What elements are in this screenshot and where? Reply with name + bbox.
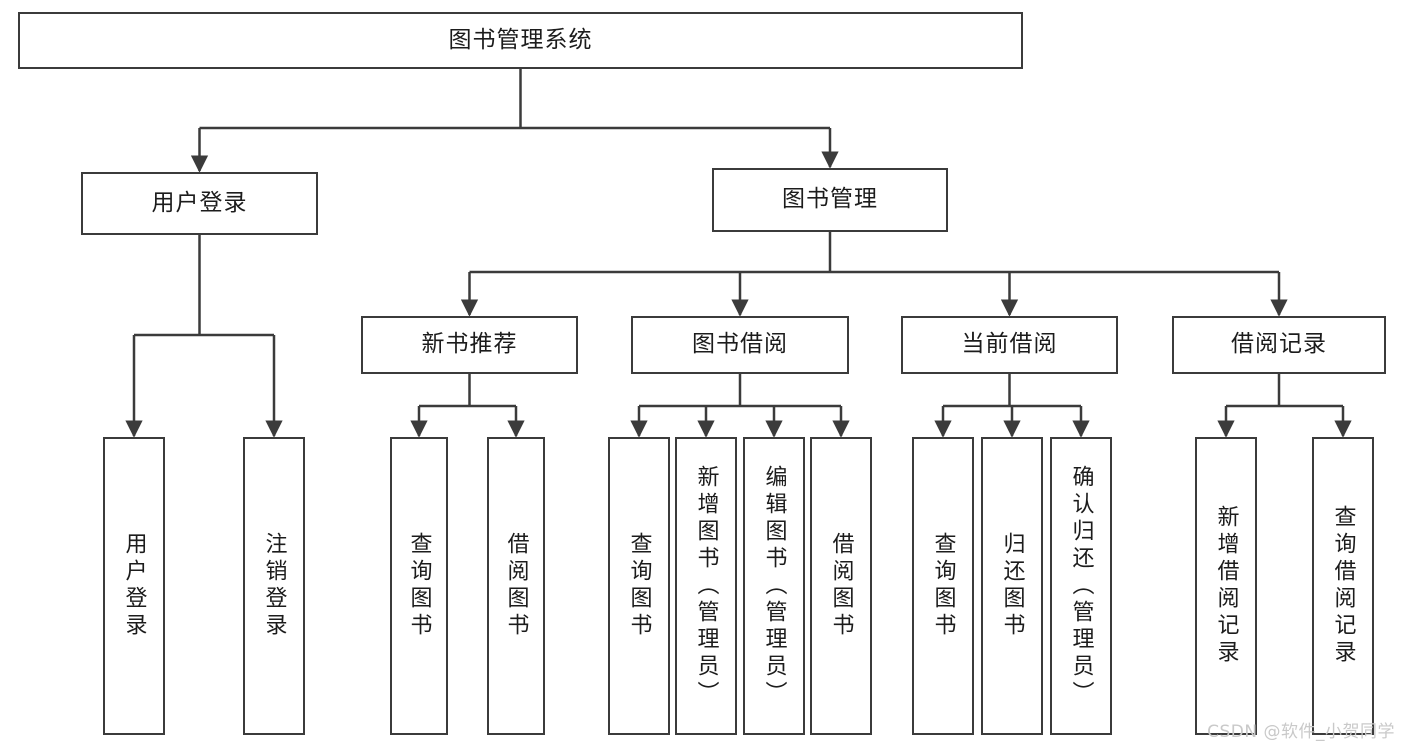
- node-label: 查询图书: [930, 532, 956, 640]
- node-label: 注销登录: [261, 532, 287, 640]
- node-label: 用户登录: [121, 532, 147, 640]
- node-user-login[interactable]: 用户登录: [81, 172, 318, 235]
- node-label: 新书推荐: [421, 331, 518, 358]
- node-nb-borrow-book[interactable]: 借阅图书: [487, 437, 545, 735]
- node-new-book-recommend[interactable]: 新书推荐: [361, 316, 578, 374]
- node-label: 用户登录: [151, 189, 248, 216]
- node-br-add-record[interactable]: 新增借阅记录: [1195, 437, 1257, 735]
- node-label: 借阅图书: [828, 532, 854, 640]
- node-label: 图书管理系统: [448, 26, 593, 53]
- node-label: 查询借阅记录: [1330, 505, 1356, 667]
- node-label: 当前借阅: [961, 331, 1058, 358]
- node-label: 图书借阅: [692, 331, 788, 358]
- node-user-logout[interactable]: 注销登录: [243, 437, 305, 735]
- watermark-text: CSDN @软件_小贺同学: [1207, 722, 1395, 742]
- node-label: 查询图书: [626, 532, 652, 640]
- node-label: 新增借阅记录: [1213, 505, 1239, 667]
- node-cb-return-book[interactable]: 归还图书: [981, 437, 1043, 735]
- node-book-manage[interactable]: 图书管理: [712, 168, 948, 232]
- node-label: 查询图书: [406, 532, 432, 640]
- node-bb-edit-book[interactable]: 编辑图书（管理员）: [743, 437, 805, 735]
- node-label: 图书管理: [782, 186, 878, 213]
- node-label: 新增图书（管理员）: [693, 464, 719, 708]
- node-cb-confirm-return[interactable]: 确认归还（管理员）: [1050, 437, 1112, 735]
- node-user-login-do[interactable]: 用户登录: [103, 437, 165, 735]
- node-root[interactable]: 图书管理系统: [18, 12, 1023, 69]
- node-bb-query-book[interactable]: 查询图书: [608, 437, 670, 735]
- node-br-query-record[interactable]: 查询借阅记录: [1312, 437, 1374, 735]
- node-label: 借阅记录: [1231, 331, 1327, 358]
- node-nb-query-book[interactable]: 查询图书: [390, 437, 448, 735]
- node-label: 编辑图书（管理员）: [761, 464, 787, 708]
- node-current-borrow[interactable]: 当前借阅: [901, 316, 1118, 374]
- node-label: 确认归还（管理员）: [1068, 464, 1094, 708]
- node-bb-borrow-book[interactable]: 借阅图书: [810, 437, 872, 735]
- node-label: 归还图书: [999, 532, 1025, 640]
- node-bb-add-book[interactable]: 新增图书（管理员）: [675, 437, 737, 735]
- node-borrow-record[interactable]: 借阅记录: [1172, 316, 1386, 374]
- node-book-borrow[interactable]: 图书借阅: [631, 316, 849, 374]
- node-cb-query-book[interactable]: 查询图书: [912, 437, 974, 735]
- node-label: 借阅图书: [503, 532, 529, 640]
